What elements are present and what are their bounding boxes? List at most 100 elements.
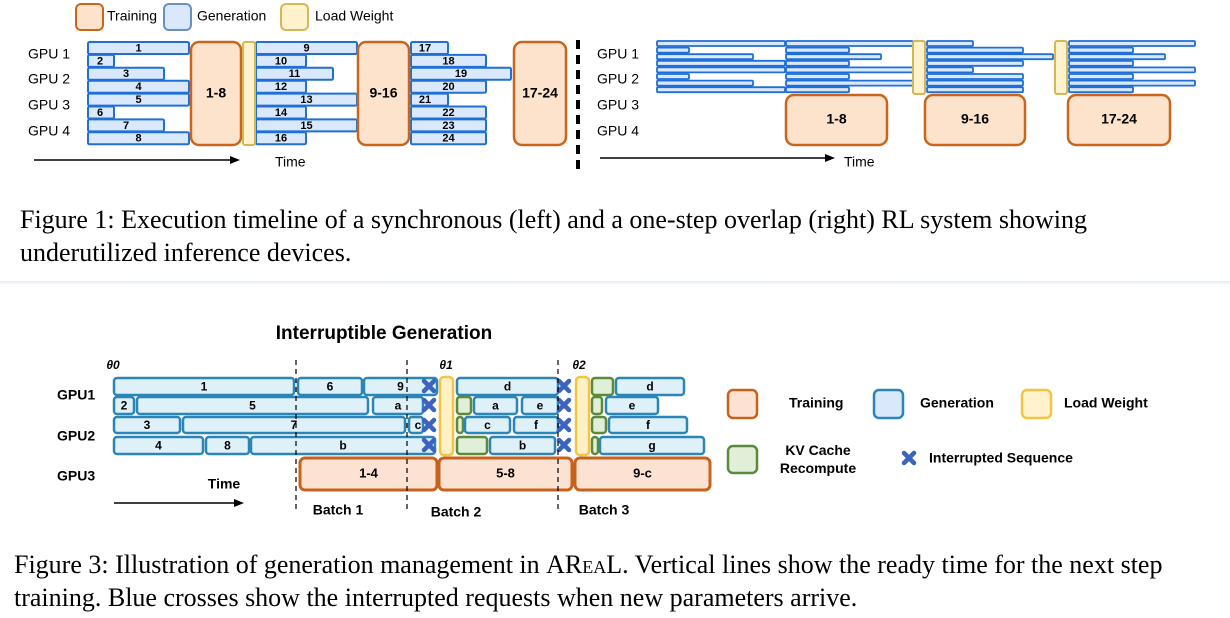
sequence-label: c bbox=[415, 418, 422, 432]
sequence-label: 2 bbox=[121, 399, 128, 413]
sequence-label: 20 bbox=[442, 81, 454, 93]
training-block bbox=[298, 456, 439, 492]
generation-bar bbox=[296, 376, 364, 397]
sequence-label: 10 bbox=[275, 55, 287, 67]
generation-bar bbox=[472, 395, 519, 416]
generation-bar bbox=[785, 40, 914, 47]
caption-system-name: AReaL bbox=[546, 550, 623, 579]
legend-training-label: Training bbox=[107, 8, 157, 24]
generation-bar bbox=[112, 395, 136, 416]
generation-bar bbox=[926, 66, 974, 74]
sequence-label: 6 bbox=[327, 380, 334, 394]
sequence-label: g bbox=[648, 439, 655, 453]
sequence-label: e bbox=[629, 399, 636, 413]
gpu-label: GPU 2 bbox=[597, 71, 639, 87]
sequence-label: 2 bbox=[97, 55, 103, 67]
generation-bar bbox=[656, 66, 786, 74]
generation-bar bbox=[463, 415, 512, 435]
generation-bar bbox=[656, 73, 690, 80]
generation-bar bbox=[181, 415, 407, 435]
gpu-label: GPU2 bbox=[57, 428, 95, 444]
generation-bar bbox=[656, 59, 786, 67]
generation-bar bbox=[488, 435, 557, 456]
sequence-label: 19 bbox=[455, 68, 467, 80]
generation-bar bbox=[410, 131, 487, 146]
legend-generation-swatch bbox=[163, 3, 192, 31]
batch-label: Batch 2 bbox=[431, 504, 482, 520]
generation-bar bbox=[1068, 46, 1134, 54]
generation-bar bbox=[87, 131, 190, 146]
kv-cache-recompute-bar bbox=[590, 395, 604, 416]
generation-bar bbox=[656, 40, 786, 47]
sequence-label: a bbox=[492, 399, 499, 413]
sequence-label: 21 bbox=[419, 94, 431, 106]
sequence-label: 9 bbox=[303, 42, 309, 54]
sequence-label: 7 bbox=[291, 418, 298, 432]
training-block bbox=[573, 456, 712, 492]
interrupted-cross-icon bbox=[421, 417, 437, 433]
training-block-label: 9-c bbox=[633, 465, 652, 480]
sequence-label: 8 bbox=[224, 439, 231, 453]
time-label: Time bbox=[208, 476, 241, 492]
sequence-label: b bbox=[339, 439, 346, 453]
legend-load-weight-swatch bbox=[280, 3, 309, 31]
legend-load-weight-label: Load Weight bbox=[1064, 395, 1148, 411]
generation-bar bbox=[598, 435, 706, 456]
interrupted-cross-icon bbox=[556, 437, 572, 453]
training-block bbox=[512, 40, 568, 147]
time-arrow-head bbox=[825, 154, 835, 162]
training-block bbox=[784, 93, 889, 147]
sequence-label: 9 bbox=[397, 380, 404, 394]
theta-label: θ2 bbox=[572, 358, 586, 372]
sequence-label: 22 bbox=[442, 107, 454, 119]
legend-generation-swatch bbox=[872, 388, 905, 420]
sequence-label: 4 bbox=[155, 439, 162, 453]
generation-bar bbox=[1068, 73, 1134, 80]
generation-bar bbox=[1068, 66, 1196, 74]
generation-bar bbox=[112, 435, 205, 456]
training-block-label: 1-8 bbox=[826, 111, 846, 127]
kv-cache-recompute-bar bbox=[590, 376, 615, 397]
kv-cache-recompute-bar bbox=[590, 435, 600, 456]
generation-bar bbox=[371, 395, 425, 416]
legend-training-label: Training bbox=[789, 395, 843, 411]
sequence-label: f bbox=[646, 418, 651, 432]
legend-training-swatch bbox=[726, 388, 759, 420]
generation-bar bbox=[926, 73, 1024, 80]
generation-bar bbox=[785, 86, 850, 94]
training-block bbox=[923, 93, 1027, 147]
sequence-label: d bbox=[504, 380, 511, 394]
sequence-label: e bbox=[537, 399, 544, 413]
time-arrow-head bbox=[234, 499, 244, 507]
load-weight-block bbox=[1054, 40, 1068, 95]
training-block-label: 17-24 bbox=[522, 85, 558, 101]
generation-bar bbox=[785, 66, 914, 74]
interrupted-cross-icon bbox=[556, 378, 572, 394]
load-weight-block bbox=[574, 375, 591, 457]
generation-bar bbox=[926, 46, 1024, 54]
training-block bbox=[437, 456, 574, 492]
sequence-label: b bbox=[519, 439, 526, 453]
generation-bar bbox=[926, 53, 1054, 61]
generation-bar bbox=[249, 435, 437, 456]
generation-bar bbox=[455, 376, 560, 397]
legend-generation-label: Generation bbox=[197, 8, 266, 24]
batch-label: Batch 3 bbox=[579, 502, 630, 518]
time-label: Time bbox=[275, 154, 306, 170]
theta-label: θ1 bbox=[439, 358, 453, 372]
generation-bar bbox=[604, 395, 660, 416]
section-divider bbox=[0, 281, 1230, 285]
legend-interrupted-cross-icon bbox=[901, 450, 917, 466]
generation-bar bbox=[926, 59, 1024, 67]
kv-cache-recompute-bar bbox=[590, 415, 608, 435]
training-block-label: 1-4 bbox=[359, 465, 379, 480]
gpu-label: GPU3 bbox=[57, 468, 95, 484]
interrupted-cross-icon bbox=[421, 378, 437, 394]
generation-bar bbox=[87, 92, 190, 107]
training-block-label: 5-8 bbox=[496, 465, 515, 480]
sequence-label: 18 bbox=[442, 55, 454, 67]
load-weight-block bbox=[242, 41, 256, 146]
training-block bbox=[189, 40, 243, 147]
sequence-label: 5 bbox=[249, 399, 256, 413]
sequence-label: 16 bbox=[275, 133, 287, 145]
